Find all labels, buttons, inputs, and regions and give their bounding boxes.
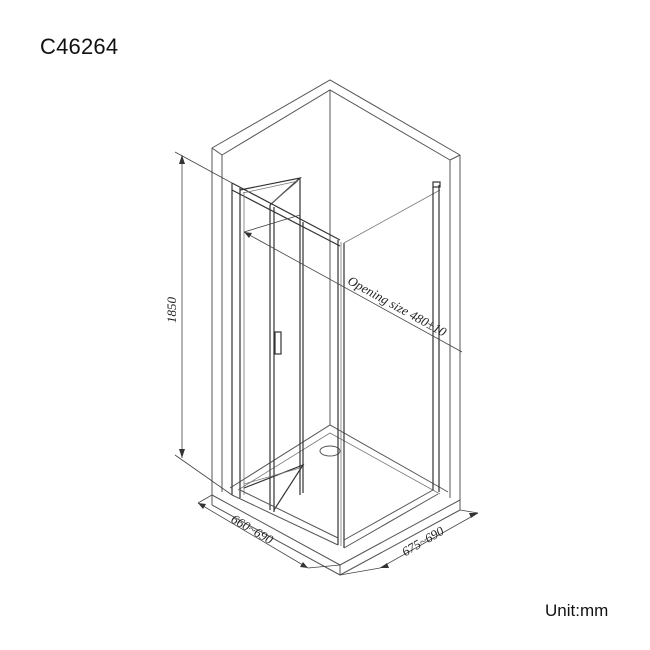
width-right-dimension: 675~690: [339, 509, 479, 576]
bifold-door-frame: [231, 176, 345, 548]
height-dimension-label: 1850: [164, 297, 179, 324]
opening-dimension-label: Opening size 480±10: [345, 273, 449, 340]
model-code-title: C46264: [40, 34, 119, 59]
unit-label: Unit:mm: [545, 601, 609, 620]
width-left-dimension: 660~690: [197, 494, 341, 569]
width-left-dimension-label: 660~690: [229, 511, 277, 547]
height-dimension: 1850: [164, 151, 233, 496]
door-handle-icon: [274, 331, 282, 355]
width-right-dimension-label: 675~690: [399, 523, 447, 559]
side-panel: [343, 181, 441, 549]
shower-tray: [211, 424, 461, 576]
drain-icon: [319, 445, 341, 457]
corner-walls: [211, 79, 461, 500]
